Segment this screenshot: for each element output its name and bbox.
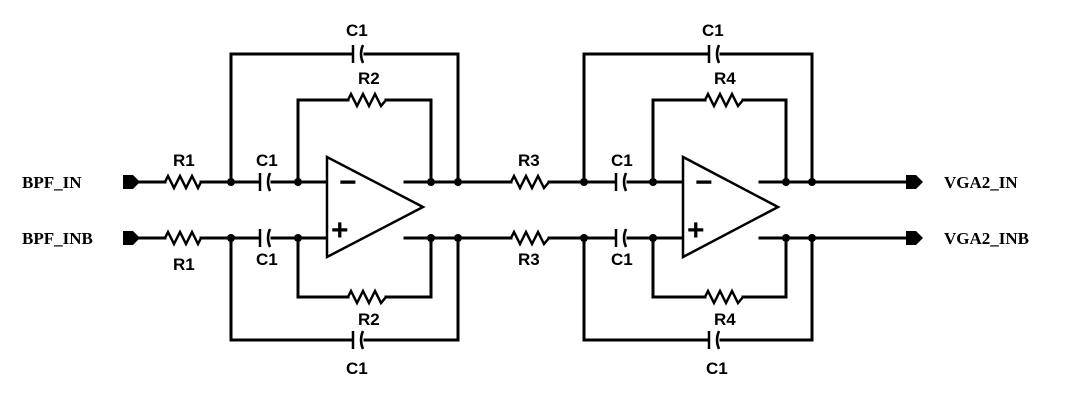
label-r3-top: R3 <box>518 151 540 170</box>
label-c1-s1-bottom: C1 <box>256 250 278 269</box>
label-r2-bottom: R2 <box>358 310 380 329</box>
resistor-r1-top <box>163 173 203 191</box>
label-r4-bottom: R4 <box>714 310 736 329</box>
capacitor-c1-stage2-bottom <box>614 228 628 248</box>
label-r3-bottom: R3 <box>518 250 540 269</box>
component-labels: R1 R1 C1 C1 C1 C1 R2 R2 R3 R3 C1 C1 C1 C… <box>173 21 736 378</box>
label-r1-bottom: R1 <box>173 255 195 274</box>
resistor-r4-top <box>703 91 744 109</box>
label-c1-fb2-bottom: C1 <box>706 359 728 378</box>
stage-1-wires <box>135 52 513 342</box>
label-c1-s1-top: C1 <box>256 151 278 170</box>
capacitor-c1-feedback-1-bottom <box>351 330 365 350</box>
port-label-bpf-inb: BPF_INB <box>22 229 93 248</box>
capacitor-c1-feedback-2-top <box>707 44 721 64</box>
capacitor-c1-feedback-2-bottom <box>707 330 721 350</box>
capacitors <box>258 44 721 350</box>
label-c1-s2-bottom: C1 <box>611 250 633 269</box>
port-arrows <box>123 175 923 245</box>
label-r2-top: R2 <box>358 69 380 88</box>
resistor-r3-top <box>509 173 550 191</box>
resistor-r4-bottom <box>703 288 744 306</box>
resistor-r1-bottom <box>163 229 203 247</box>
opamp-2: − + <box>681 154 781 260</box>
resistor-r2-bottom <box>346 288 387 306</box>
port-label-vga2-inb: VGA2_INB <box>944 229 1029 248</box>
port-label-vga2-in: VGA2_IN <box>944 173 1018 192</box>
port-arrow-bpf-inb <box>123 231 140 245</box>
label-r4-top: R4 <box>714 69 736 88</box>
port-arrow-bpf-in <box>123 175 140 189</box>
opamp-1-plus: + <box>331 214 349 247</box>
label-c1-fb1-top: C1 <box>346 21 368 40</box>
label-c1-s2-top: C1 <box>611 151 633 170</box>
junction-dots <box>227 178 816 242</box>
port-label-bpf-in: BPF_IN <box>22 173 82 192</box>
label-r1-top: R1 <box>173 151 195 170</box>
label-c1-fb1-bottom: C1 <box>346 359 368 378</box>
label-c1-fb2-top: C1 <box>702 21 724 40</box>
capacitor-c1-stage1-top <box>258 172 272 192</box>
resistors <box>163 91 744 306</box>
resistor-r2-top <box>346 91 387 109</box>
opamp-1: − + <box>325 154 426 260</box>
capacitor-c1-stage1-bottom <box>258 228 272 248</box>
port-arrow-vga2-in <box>906 175 923 189</box>
opamp-1-minus: − <box>339 166 357 199</box>
opamp-2-minus: − <box>695 166 713 199</box>
capacitor-c1-stage2-top <box>614 172 628 192</box>
capacitor-c1-feedback-1-top <box>351 44 365 64</box>
opamp-2-plus: + <box>687 214 705 247</box>
resistor-r3-bottom <box>509 229 550 247</box>
port-arrow-vga2-inb <box>906 231 923 245</box>
